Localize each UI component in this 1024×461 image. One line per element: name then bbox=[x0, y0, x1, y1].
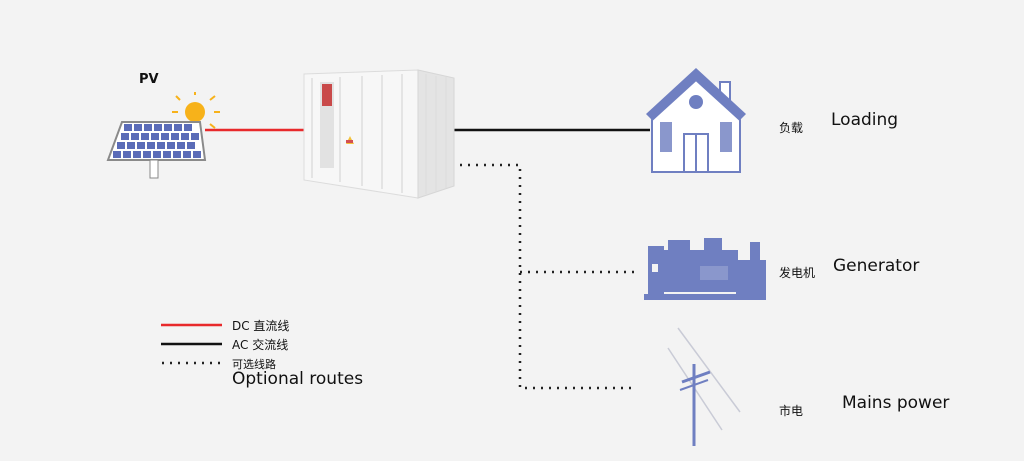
loading-label-cn: 负载 bbox=[779, 121, 804, 135]
loading-label-en: Loading bbox=[831, 110, 899, 130]
house-icon bbox=[646, 68, 746, 173]
generator-label-en: Generator bbox=[833, 256, 920, 276]
generator-icon bbox=[644, 238, 766, 300]
mains-label-en: Mains power bbox=[842, 393, 950, 413]
utility-pole-icon bbox=[667, 327, 741, 446]
solar-panel-icon bbox=[106, 92, 220, 179]
legend-optional-label-cn: 可选线路 bbox=[232, 358, 276, 371]
mains-label-cn: 市电 bbox=[779, 404, 804, 418]
legend-dc-label: DC 直流线 bbox=[232, 319, 290, 333]
generator-label-cn: 发电机 bbox=[779, 266, 816, 280]
optional-route-line bbox=[444, 163, 636, 390]
energy-storage-container-icon bbox=[303, 69, 455, 199]
pv-label: PV bbox=[139, 72, 159, 87]
sun-icon bbox=[172, 92, 220, 129]
legend-swatches bbox=[161, 323, 222, 365]
legend-optional-label-en: Optional routes bbox=[232, 369, 364, 389]
legend-ac-label: AC 交流线 bbox=[232, 338, 289, 352]
